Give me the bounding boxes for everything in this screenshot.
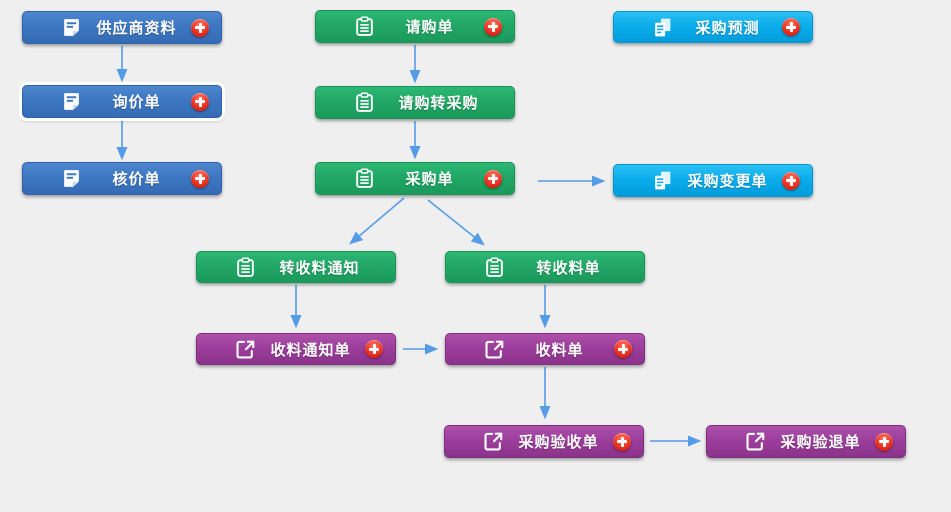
node-to-receiving-slip[interactable]: 转收料单 (445, 251, 645, 283)
node-label: 转收料单 (536, 259, 601, 277)
external-link-icon (745, 431, 766, 452)
node-purchase-acceptance[interactable]: 采购验收单 (444, 425, 644, 458)
node-label: 收料通知单 (270, 341, 351, 359)
copy-documents-icon (652, 17, 673, 38)
node-price-verification[interactable]: 核价单 (22, 162, 222, 195)
node-purchase-order[interactable]: 采购单 (315, 162, 515, 195)
document-lines-icon (61, 168, 82, 189)
add-badge-icon[interactable] (875, 432, 893, 451)
node-label: 采购验退单 (780, 434, 861, 451)
external-link-icon (484, 339, 505, 360)
add-badge-icon[interactable] (191, 18, 209, 37)
add-badge-icon[interactable] (365, 340, 383, 358)
node-purchase-return[interactable]: 采购验退单 (706, 425, 906, 458)
node-label: 收料单 (535, 341, 584, 359)
clipboard-icon (484, 257, 505, 278)
node-label: 采购预测 (695, 19, 760, 37)
node-label: 采购单 (405, 171, 454, 188)
add-badge-icon[interactable] (484, 17, 502, 36)
node-label: 请购转采购 (398, 95, 479, 112)
node-receiving-notice[interactable]: 收料通知单 (196, 333, 396, 365)
connector-purchaseorder-to-slip (427, 199, 485, 246)
copy-documents-icon (652, 170, 673, 191)
add-badge-icon[interactable] (613, 432, 631, 451)
node-purchase-change-order[interactable]: 采购变更单 (613, 164, 813, 197)
node-receiving-slip[interactable]: 收料单 (445, 333, 645, 365)
node-supplier-info[interactable]: 供应商资料 (22, 11, 222, 44)
node-label: 采购变更单 (687, 173, 768, 190)
node-label: 转收料通知 (279, 259, 360, 277)
document-lines-icon (61, 17, 82, 38)
node-label: 核价单 (112, 171, 161, 188)
node-label: 请购单 (405, 19, 454, 36)
add-badge-icon[interactable] (484, 169, 502, 188)
document-lines-icon (61, 91, 82, 112)
node-to-receiving-notice[interactable]: 转收料通知 (196, 251, 396, 283)
node-inquiry-form[interactable]: 询价单 (22, 85, 222, 118)
add-badge-icon[interactable] (191, 92, 209, 111)
add-badge-icon[interactable] (191, 169, 209, 188)
clipboard-icon (354, 168, 375, 189)
node-label: 供应商资料 (96, 20, 177, 37)
connector-purchaseorder-to-notice (349, 197, 405, 245)
external-link-icon (235, 339, 256, 360)
node-label: 询价单 (112, 94, 161, 111)
clipboard-icon (354, 92, 375, 113)
node-label: 采购验收单 (518, 434, 599, 451)
clipboard-icon (354, 16, 375, 37)
add-badge-icon[interactable] (614, 340, 632, 358)
add-badge-icon[interactable] (782, 18, 800, 36)
node-purchase-forecast[interactable]: 采购预测 (613, 11, 813, 43)
external-link-icon (483, 431, 504, 452)
add-badge-icon[interactable] (782, 171, 800, 190)
node-purchase-requisition[interactable]: 请购单 (315, 10, 515, 43)
node-requisition-to-purchase[interactable]: 请购转采购 (315, 86, 515, 119)
clipboard-icon (235, 257, 256, 278)
